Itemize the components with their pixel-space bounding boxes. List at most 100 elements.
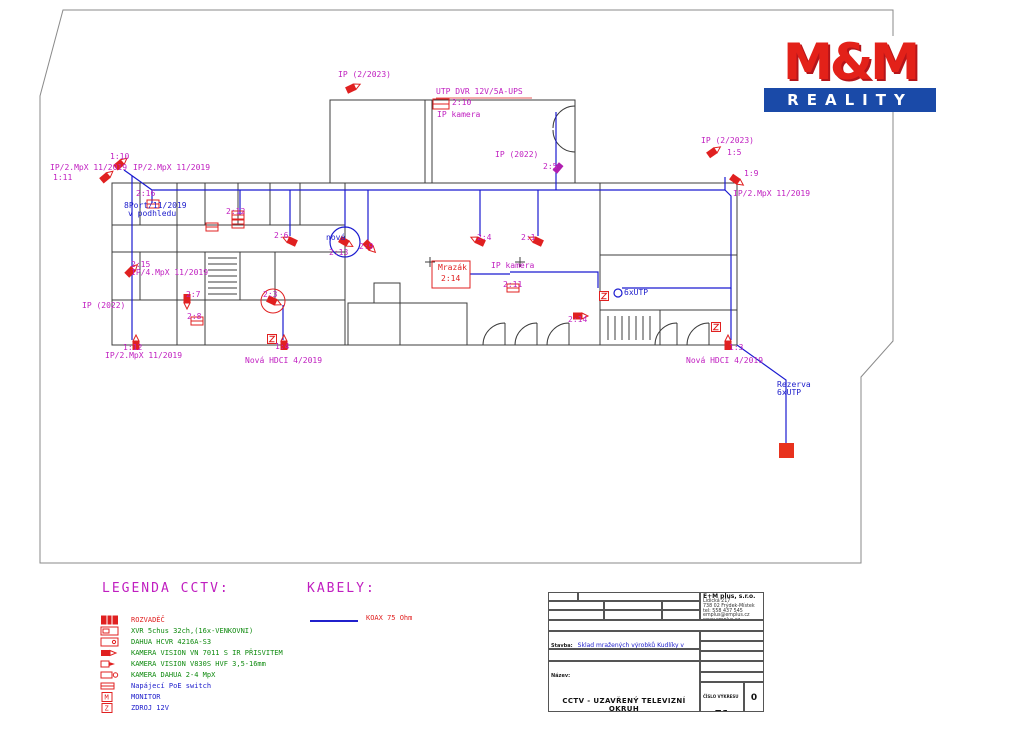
legend-item-label: KAMERA VISION V830S HVF 3,5-16mm	[131, 659, 266, 668]
reserve-endpoint-marker	[779, 443, 794, 458]
plan-label: Rezerva	[777, 380, 811, 389]
plan-label: 2:14	[441, 274, 461, 283]
tb-blank-cell	[578, 592, 700, 601]
monitor-icon: M	[101, 692, 113, 702]
legend-item-label: ROZVADĚČ	[131, 615, 165, 624]
tb-company-name: E+M plus, s.r.o.	[703, 593, 756, 600]
building-walls	[111, 99, 738, 346]
tb-nazev-cell: Název: CCTV - UZAVŘENÝ TELEVIZNÍ OKRUH	[548, 661, 700, 712]
tb-vykres-value: E1	[703, 708, 741, 711]
plan-label: 2:10	[452, 98, 472, 107]
plan-label: 2:13	[329, 248, 349, 257]
power-supply-icon: Z	[101, 703, 113, 713]
tb-stavba-cell: Stavba: Sklad mražených výrobků Kudlíky …	[548, 631, 700, 649]
plan-label: 1:5	[727, 148, 742, 157]
plan-label: 2:1	[521, 233, 536, 242]
plan-label: Nová HDCI 4/2019	[245, 356, 323, 365]
legend-item: KAMERA VISION VN 7011 S IR PŘISVITEM	[100, 647, 283, 659]
tb-meritko-cell: MĚŘÍTKO:	[700, 672, 764, 682]
tb-vypracoval-value: Petr Mča	[662, 610, 700, 620]
xvr-recorder-icon	[100, 626, 119, 636]
plan-label: 1:10	[110, 152, 130, 161]
tb-company-cell: E+M plus, s.r.o. Lidická 217 738 02 Frýd…	[700, 592, 764, 620]
plan-label: IP/2.MpX 11/2019	[50, 163, 128, 172]
logo-mm-text: M&M	[782, 33, 920, 91]
plan-label: IP (2022)	[495, 150, 539, 159]
cable-runs	[123, 112, 787, 444]
tb-stavba-value: Sklad mražených výrobků Kudlíky v Bošky	[577, 642, 684, 649]
plan-label: 2:3	[263, 290, 278, 299]
camera-icon	[344, 80, 363, 95]
tb-vypracoval-header: VYPRACOVAL	[662, 601, 700, 610]
legend-item-label: ZDROJ 12V	[131, 703, 169, 712]
tb-nazev-label: Název:	[551, 673, 571, 679]
svg-text:Z: Z	[105, 705, 109, 713]
plan-label: IP/2.MpX 11/2019	[733, 189, 811, 198]
power-supply-icon	[599, 291, 609, 301]
tb-nazev-value: CCTV - UZAVŘENÝ TELEVIZNÍ OKRUH	[562, 697, 686, 712]
camera-dahua-icon	[100, 671, 119, 679]
tb-company-addr4: emplus@emplus.cz	[703, 613, 750, 619]
power-supply-icon	[711, 322, 721, 332]
plan-label: Nová HDCI 4/2019	[686, 356, 764, 365]
plan-label: IP/4.MpX 11/2019	[131, 268, 209, 277]
plan-label: 1:3	[729, 343, 744, 352]
camera-v830s-icon	[100, 660, 115, 668]
tb-cisloz-cell: ČÍSLO ZAK.: EM-23/2012	[700, 661, 764, 672]
plan-label: IP (2022)	[82, 301, 126, 310]
plan-label: 1:9	[744, 169, 759, 178]
legend-item-label: KAMERA VISION VN 7011 S IR PŘISVITEM	[131, 648, 283, 657]
cabinet-icon	[101, 615, 118, 625]
legend-item-label: DAHUA HCVR 4216A-S3	[131, 637, 212, 646]
tb-company-addr5: www.emplus.cz	[703, 618, 740, 619]
plan-label: 2:11	[503, 280, 523, 289]
tb-revize-value: 0	[750, 693, 758, 703]
plan-label: 2:16	[136, 189, 156, 198]
plan-label: IP/2.MpX 11/2019	[105, 351, 183, 360]
red-symbols	[260, 97, 794, 458]
tb-format-cell: FORMÁT: A3	[700, 631, 764, 641]
tb-kreslil-value: Karel Dziergas	[548, 610, 604, 620]
camera-highlight-circle	[260, 288, 286, 314]
plan-label: IP/2.MpX 11/2019	[133, 163, 211, 172]
plan-label: 1:4	[275, 342, 290, 351]
cables-title: KABELY:	[307, 581, 376, 596]
plan-label: nová	[326, 233, 346, 242]
legend-title: LEGENDA CCTV:	[102, 581, 230, 596]
tb-zodp-value: Petr Mča	[604, 610, 662, 620]
plan-label: v podhledu	[128, 209, 177, 218]
plan-label: 2:12	[226, 207, 246, 216]
tb-verze-cell: VERZE	[548, 592, 578, 601]
legend-item-label: Napájecí PoE switch	[131, 681, 212, 690]
plan-label: 2:15	[131, 260, 151, 269]
tb-stavba-label: Stavba:	[551, 643, 573, 649]
camera-icons	[98, 80, 746, 351]
tb-vykres-cell: ČÍSLO VÝKRESU E1	[700, 682, 744, 712]
freezer-box	[431, 260, 471, 289]
tb-zodp-header: ZODP. PROJEKTANT	[604, 601, 662, 610]
plan-label: 2:4	[477, 233, 492, 242]
poe-switch-icon	[100, 682, 115, 690]
plan-label: IP (2/2023)	[701, 136, 754, 145]
tb-revize-cell: 0	[744, 682, 764, 712]
plan-label: 2:14	[568, 315, 588, 324]
tb-cast-cell: Část: 1NP	[548, 649, 700, 661]
dvr-recorder-icon	[100, 637, 119, 647]
svg-text:M: M	[105, 694, 109, 702]
tb-company-addr1: Lidická 217	[703, 599, 731, 604]
logo-reality-text: REALITY	[764, 88, 936, 112]
tb-vykres-label: ČÍSLO VÝKRESU	[703, 694, 739, 699]
legend-item-label: XVR 5chus 32ch,(16x-VENKOVNI)	[131, 626, 254, 635]
camera-icon	[705, 143, 723, 159]
tb-investor-cell: INVESTOR: Brantalov Tomáš, Lhotka 357, K…	[548, 620, 764, 631]
tb-company-addr3: tel: 558 437 545	[703, 608, 743, 614]
tb-company-addr2: 738 02 Frýdek-Místek	[703, 603, 755, 609]
plan-label: 1:11	[53, 173, 73, 182]
plan-label: 2:7	[186, 290, 201, 299]
legend-item-label: KAMERA DAHUA 2-4 MpX	[131, 670, 216, 679]
plan-label: 6xUTP	[624, 288, 649, 297]
plan-label: 2:6	[274, 231, 289, 240]
legend-item-label: MONITOR	[131, 692, 161, 701]
plan-label: IP (2/2023)	[338, 70, 391, 79]
